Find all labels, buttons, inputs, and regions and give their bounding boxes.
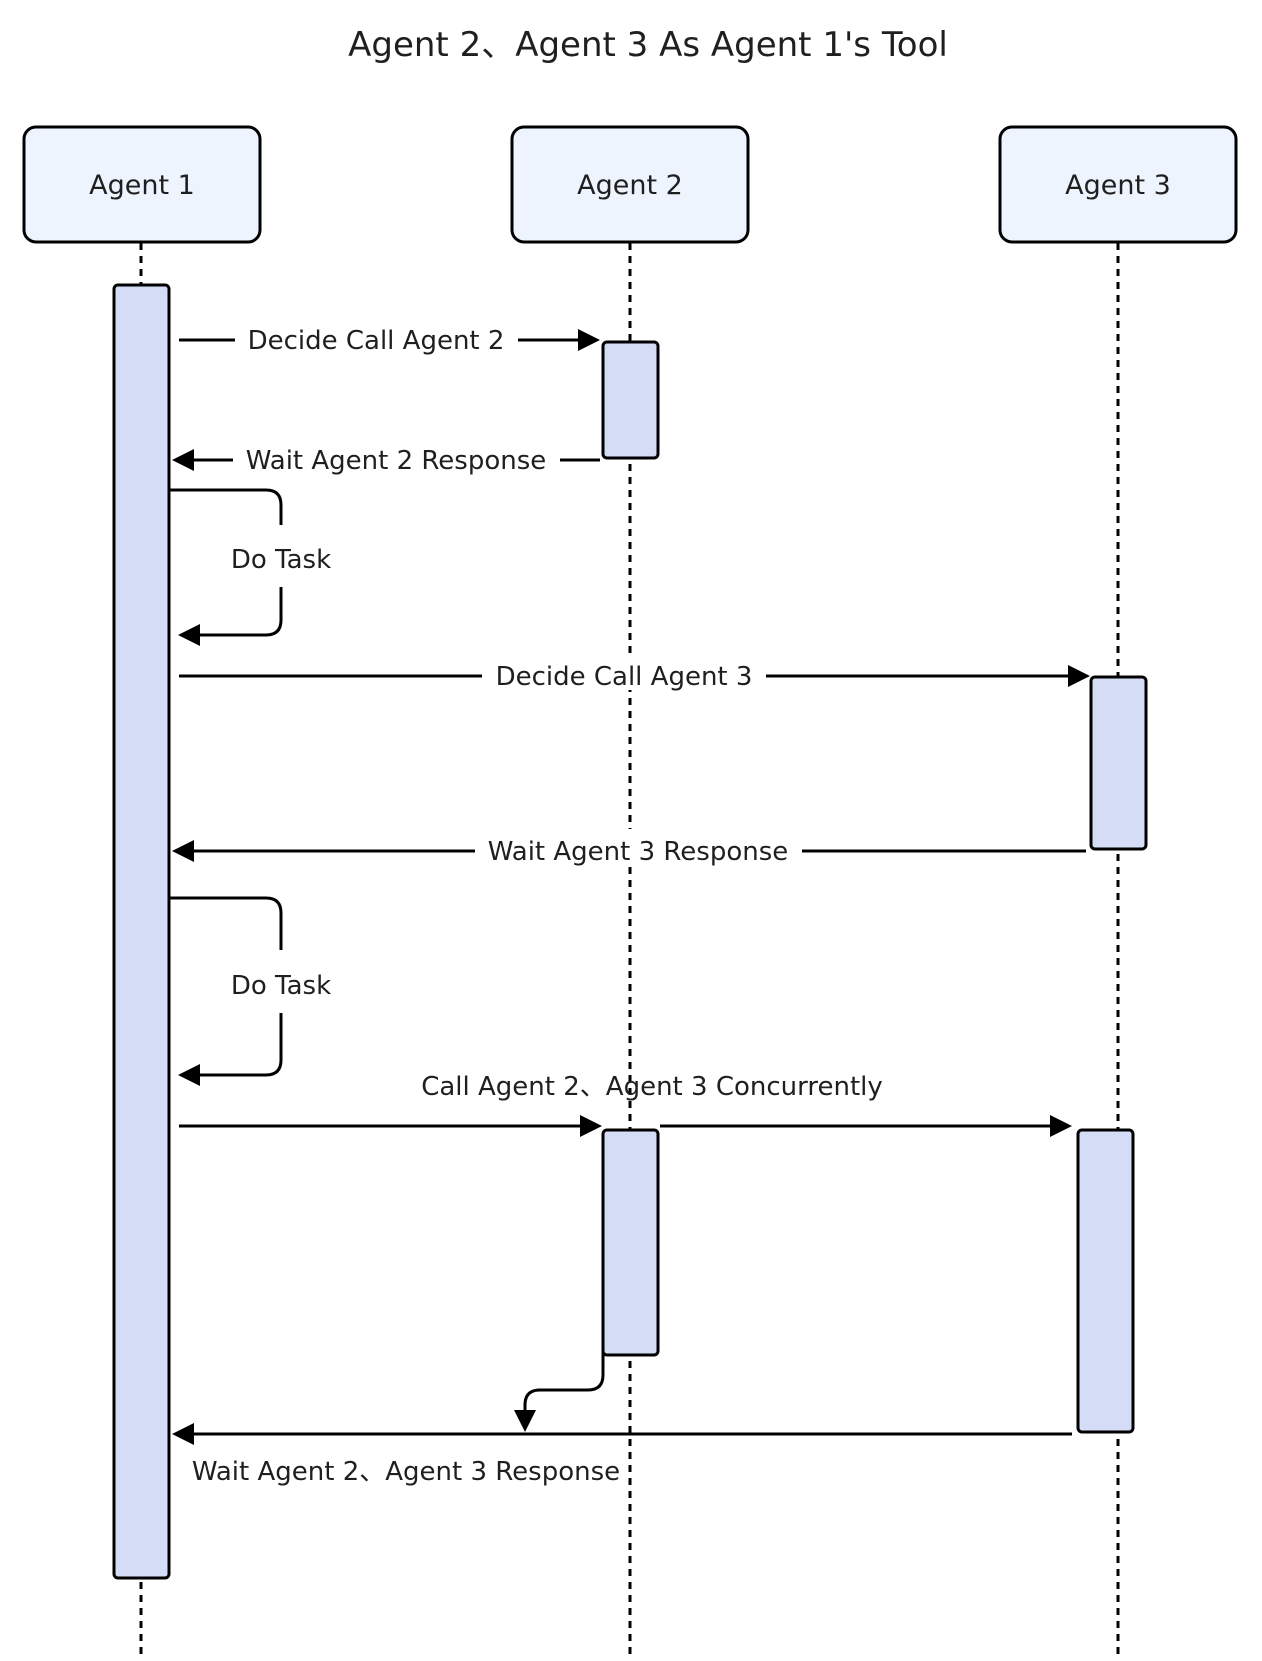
message-do-task-1-label: Do Task [231,545,331,575]
activation-agent-3-first [1089,675,1148,851]
message-wait-agent-3-response: Wait Agent 3 Response [172,829,1086,867]
activation-agent-1 [112,283,171,1580]
participant-agent-1-label: Agent 1 [89,170,195,201]
message-call-concurrently-label: Call Agent 2、Agent 3 Concurrently [421,1072,883,1102]
message-do-task-2: Do Task [170,896,331,1086]
message-wait-concurrent-response: Wait Agent 2、Agent 3 Response [172,1352,1072,1487]
message-wait-concurrent-response-label: Wait Agent 2、Agent 3 Response [192,1457,620,1487]
message-wait-agent-3-response-label: Wait Agent 3 Response [488,837,789,867]
message-do-task-2-label: Do Task [231,971,331,1001]
message-decide-call-agent-2: Decide Call Agent 2 [179,326,600,356]
participant-agent-2 [510,125,750,244]
label-backdrop [490,654,758,690]
message-do-task-1: Do Task [170,488,331,646]
message-call-concurrently: Call Agent 2、Agent 3 Concurrently [179,1072,1072,1137]
diagram-title: Agent 2、Agent 3 As Agent 1's Tool [348,25,948,65]
activation-agent-2-concurrent [601,1128,660,1357]
participant-agent-3-label: Agent 3 [1065,170,1171,201]
message-decide-call-agent-2-label: Decide Call Agent 2 [248,326,505,356]
message-wait-agent-2-response: Wait Agent 2 Response [172,446,600,476]
activation-agent-3-concurrent [1076,1128,1135,1434]
activation-agent-2-first [601,340,660,460]
participant-agent-3 [998,125,1238,244]
participant-agent-2-label: Agent 2 [577,170,683,201]
participant-agent-1 [22,125,262,244]
label-backdrop [484,829,794,865]
message-decide-call-agent-3: Decide Call Agent 3 [179,654,1090,692]
message-decide-call-agent-3-label: Decide Call Agent 3 [496,662,753,692]
message-wait-agent-2-response-label: Wait Agent 2 Response [246,446,547,476]
